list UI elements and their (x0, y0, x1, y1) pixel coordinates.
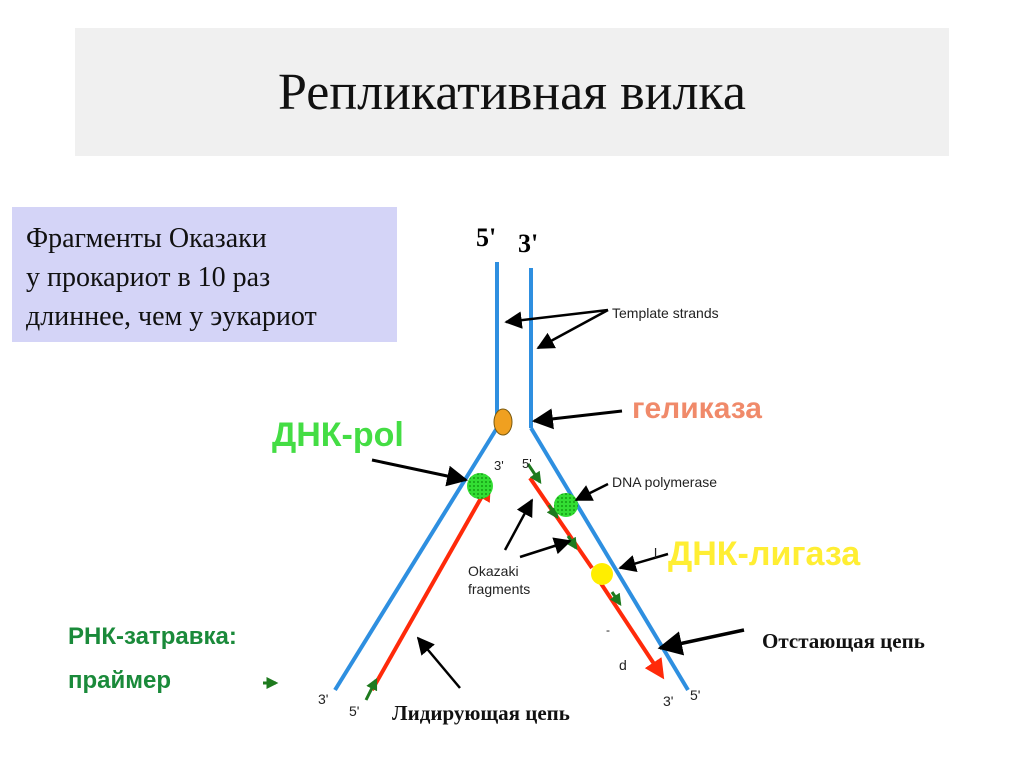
label-fork-right-5: 5' (690, 687, 700, 703)
label-helicase: геликаза (632, 392, 762, 425)
dna-polymerase-leading (467, 473, 493, 499)
label-top-5: 5' (476, 223, 496, 252)
ligase-shape (591, 563, 613, 585)
label-dna-polymerase: DNA polymerase (612, 474, 717, 490)
label-dna-pol: ДНК-pol (272, 416, 404, 454)
label-okazaki-1: Okazaki (468, 563, 519, 579)
arrow-lagging (660, 630, 744, 648)
label-okazaki-2: fragments (468, 581, 530, 597)
label-fork-left-5: 5' (349, 703, 359, 719)
arrow-template-2 (538, 310, 608, 348)
label-stray-d: d (619, 657, 627, 673)
label-inner-right-5: 5' (522, 456, 532, 471)
label-top-3: 3' (518, 229, 538, 258)
arrow-leading (418, 638, 460, 688)
template-strand-right-arm (531, 428, 688, 690)
label-fork-right-3: 3' (663, 693, 673, 709)
helicase-shape (494, 409, 512, 435)
label-stray-l: l (654, 545, 657, 561)
arrow-okazaki-1 (505, 500, 532, 550)
template-strand-left-arm (335, 428, 497, 690)
leading-primer (366, 680, 376, 700)
label-template-strands: Template strands (612, 305, 719, 321)
arrow-okazaki-2 (520, 541, 570, 557)
arrow-template-1 (506, 310, 608, 322)
label-leading: Лидирующая цепь (392, 701, 570, 725)
label-fork-left-3: 3' (318, 691, 328, 707)
label-stray-dash: - (606, 623, 610, 637)
label-lagging: Отстающая цепь (762, 629, 925, 653)
arrow-dna-polymerase (576, 484, 608, 500)
label-primer-line2: праймер (68, 667, 171, 694)
dna-polymerase-lagging (554, 493, 578, 517)
arrow-dna-pol (372, 460, 466, 480)
label-primer-line1: РНК-затравка: (68, 623, 237, 650)
arrow-helicase (534, 411, 622, 421)
label-inner-left-3: 3' (494, 458, 504, 473)
arrow-ligase (620, 554, 668, 568)
label-ligase: ДНК-лигаза (668, 535, 861, 573)
